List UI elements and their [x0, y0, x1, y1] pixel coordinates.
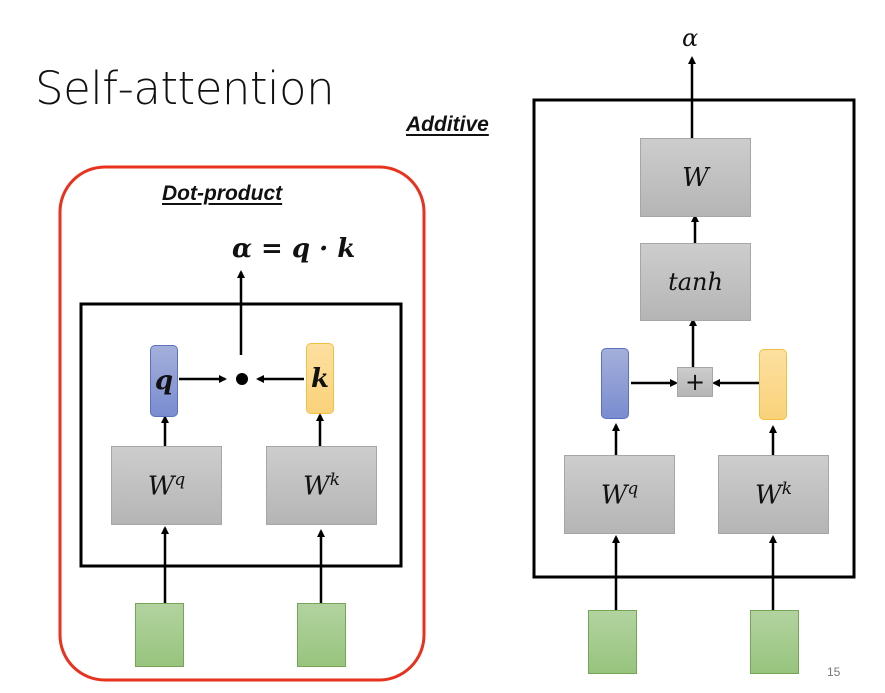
additive-query-vector	[601, 348, 629, 419]
dot-product-formula: α = q · k	[232, 234, 356, 264]
page-number: 15	[827, 665, 841, 679]
additive-weight-box: W	[640, 138, 751, 217]
additive-key-vector	[759, 349, 787, 420]
additive-query-weight-sup: q	[627, 478, 639, 499]
additive-query-weight-box: Wq	[564, 455, 675, 534]
key-vector-label: k	[310, 363, 329, 394]
query-vector: q	[150, 345, 178, 417]
dot-operator	[236, 373, 248, 385]
query-weight-box: Wq	[111, 446, 222, 525]
additive-input-vector-1	[588, 610, 637, 674]
additive-input-vector-2	[750, 610, 799, 674]
query-vector-label: q	[154, 366, 174, 396]
tanh-label: tanh	[668, 268, 723, 296]
plus-operator-box: +	[677, 367, 713, 397]
additive-key-weight-box: Wk	[718, 455, 829, 534]
query-weight-sup: q	[174, 469, 186, 490]
tanh-box: tanh	[640, 243, 751, 321]
slide-title: Self-attention	[35, 62, 335, 115]
key-weight-sup: k	[329, 469, 341, 490]
additive-key-weight-sup: k	[781, 478, 793, 499]
plus-operator: +	[684, 368, 706, 396]
additive-module-box	[532, 98, 856, 579]
additive-key-weight-label: W	[754, 480, 782, 511]
additive-query-weight-label: W	[600, 480, 628, 511]
dot-product-highlight-frame	[58, 165, 426, 682]
dot-product-label: Dot-product	[162, 182, 283, 205]
additive-label: Additive	[406, 113, 489, 136]
input-vector-1	[135, 603, 184, 667]
input-vector-2	[297, 603, 346, 667]
key-vector: k	[306, 343, 334, 414]
query-weight-label: W	[147, 471, 175, 502]
key-weight-label: W	[302, 471, 330, 502]
additive-weight-label: W	[682, 162, 709, 193]
key-weight-box: Wk	[266, 446, 377, 525]
additive-output-label: α	[682, 24, 699, 52]
